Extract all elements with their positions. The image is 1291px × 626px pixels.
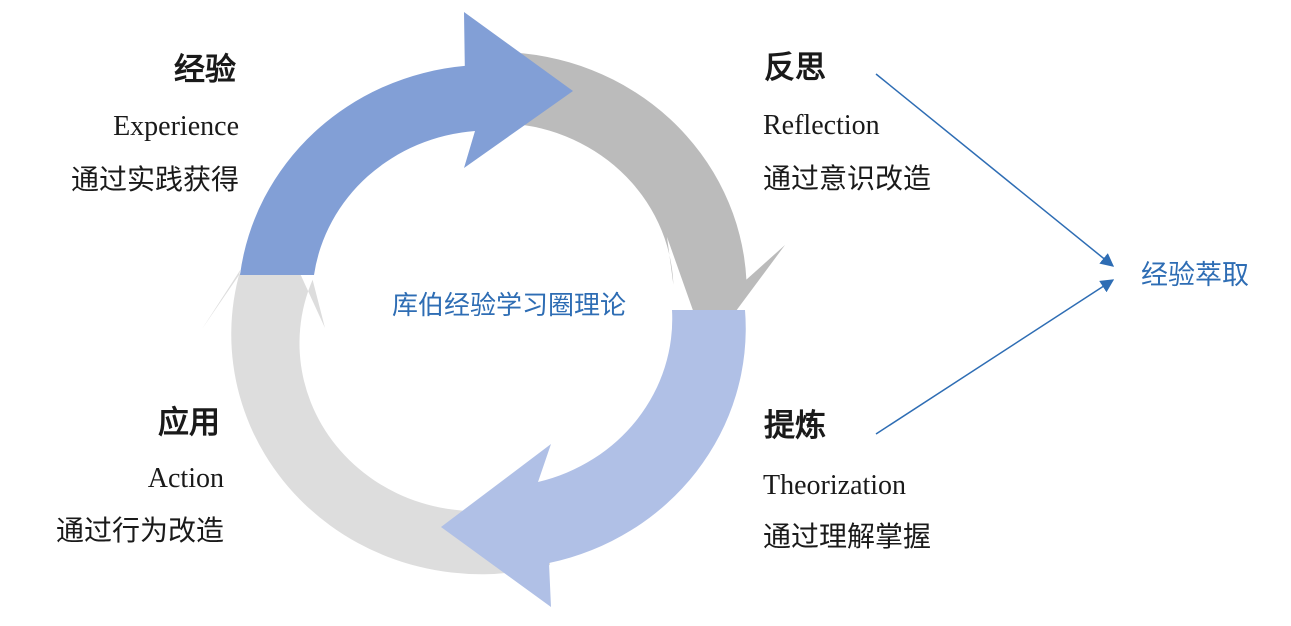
reflection-title: 反思 [764,50,826,86]
reflection-connector-line [875,73,1115,267]
experience-english: Experience [113,111,239,142]
action-english: Action [148,463,224,494]
experience-description: 通过实践获得 [71,163,239,196]
action-arrow [202,221,550,575]
stage-action: 应用 Action 通过行为改造 [56,405,224,547]
action-title: 应用 [158,405,220,441]
outcome-label: 经验萃取 [1141,260,1249,291]
cycle-arrows [202,12,785,607]
reflection-description: 通过意识改造 [763,162,931,195]
theorization-connector-line [875,279,1115,435]
theorization-title: 提炼 [764,408,826,444]
stage-experience: 经验 Experience 通过实践获得 [71,52,239,196]
theorization-description: 通过理解掌握 [763,520,931,553]
reflection-english: Reflection [763,110,880,141]
action-description: 通过行为改造 [56,514,224,547]
experience-title: 经验 [174,52,236,88]
stage-reflection: 反思 Reflection 通过意识改造 [763,50,931,195]
theorization-arrow [441,310,746,607]
reflection-arrow [500,52,785,350]
theorization-english: Theorization [763,470,906,501]
center-label: 库伯经验学习圈理论 [392,291,626,321]
stage-theorization: 提炼 Theorization 通过理解掌握 [763,408,931,553]
experience-arrow [240,12,573,275]
